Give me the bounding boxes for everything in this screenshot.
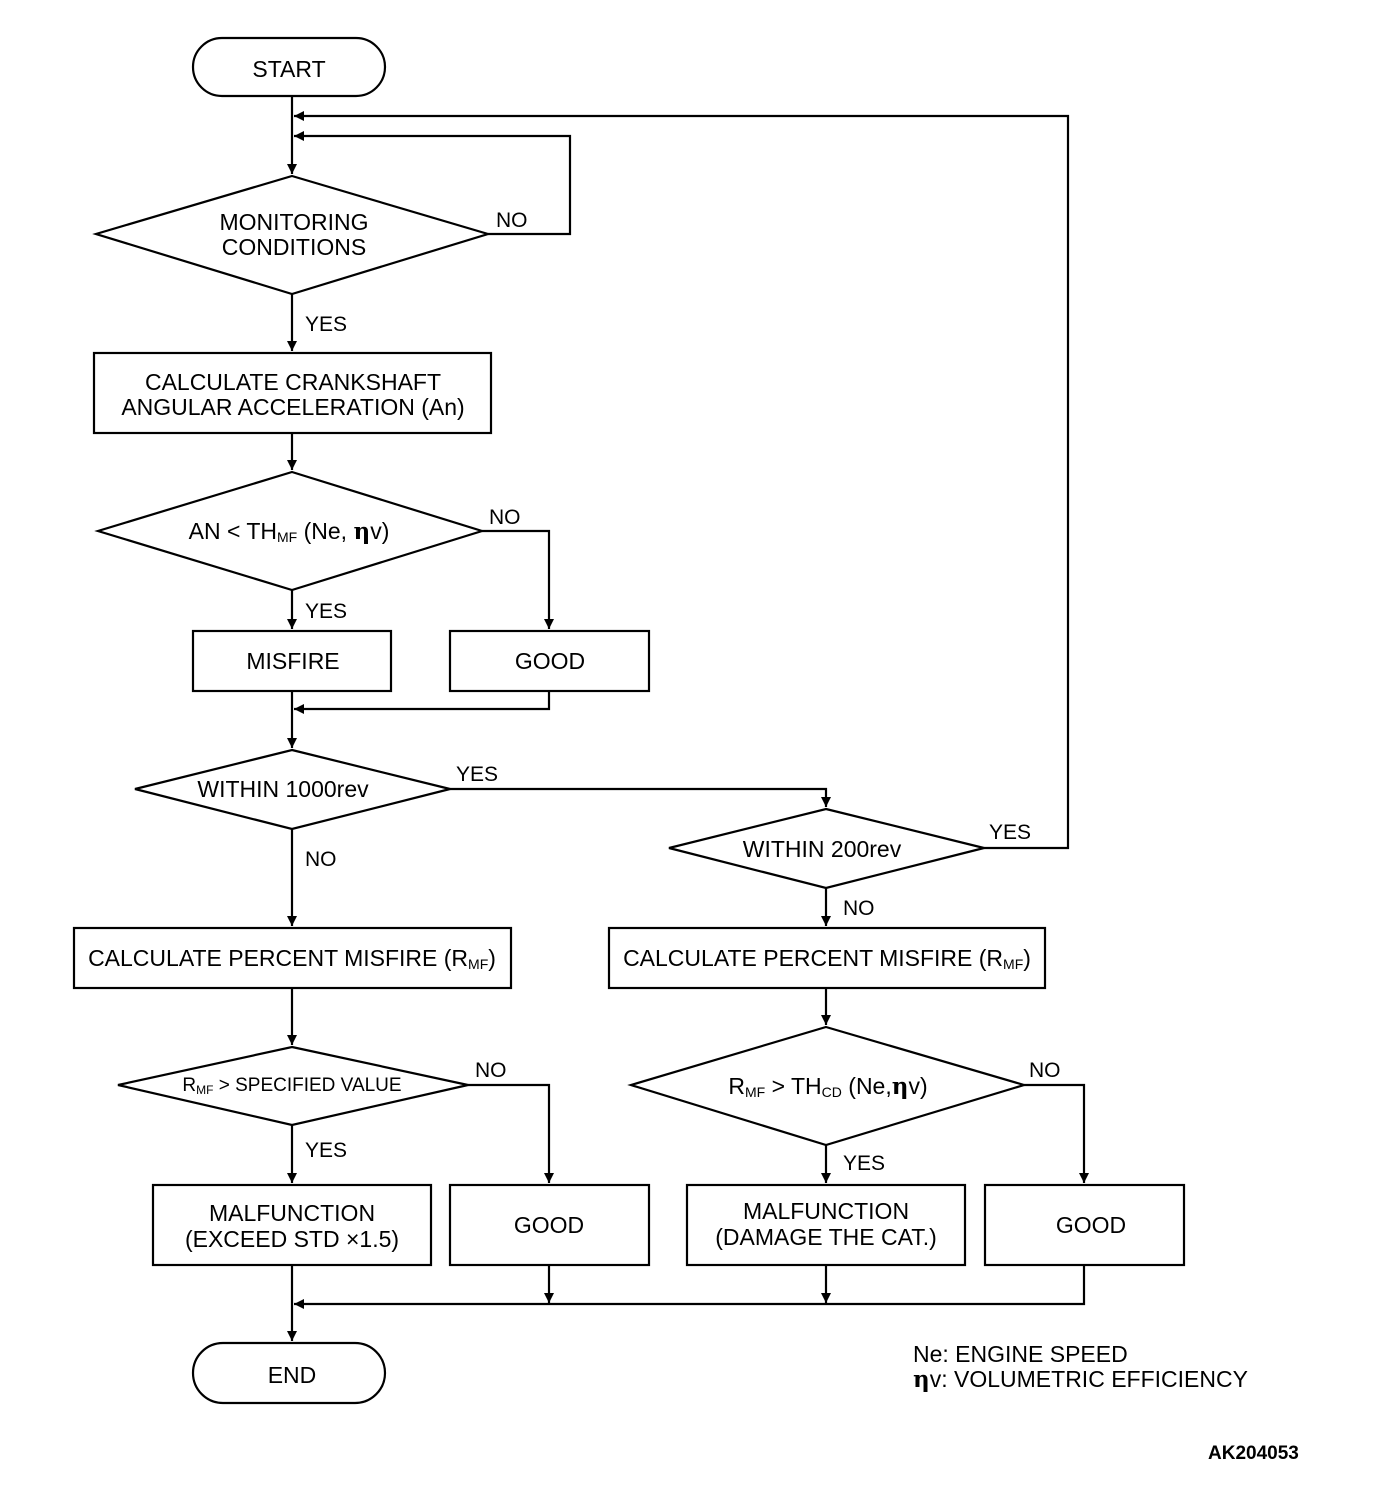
good-label-2: GOOD: [514, 1212, 584, 1238]
edge-rmf-spec-no: [468, 1083, 554, 1183]
w1000-yes-label: YES: [456, 763, 498, 786]
w1000-no-label: NO: [305, 848, 337, 871]
calc-accel-line2: ANGULAR ACCELERATION (An): [121, 394, 464, 420]
edge-an-no: [482, 529, 554, 629]
malfunction-std-line2: (EXCEED STD ×1.5): [185, 1226, 399, 1252]
calc-percent-misfire-left: CALCULATE PERCENT MISFIRE (RMF): [72, 926, 513, 990]
within-200rev-label: WITHIN 200rev: [743, 836, 902, 862]
within-1000rev-decision: WITHIN 1000rev: [134, 748, 451, 831]
monitoring-no-label: NO: [496, 209, 528, 232]
monitoring-label-line1: MONITORING: [219, 209, 368, 235]
calc-accel-line1: CALCULATE CRANKSHAFT: [145, 369, 441, 395]
rmf-specified-value-label: RMF > SPECIFIED VALUE: [182, 1075, 401, 1098]
misfire-process: MISFIRE: [191, 629, 393, 693]
rmf-thcd-decision: RMF > THCD (Ne,ηv): [627, 1025, 1028, 1147]
w200-yes-label: YES: [989, 821, 1031, 844]
end-node: END: [191, 1341, 387, 1405]
calc-angular-accel-process: CALCULATE CRANKSHAFT ANGULAR ACCELERATIO…: [92, 351, 493, 435]
malfunction-exceed-std-process: MALFUNCTION (EXCEED STD ×1.5): [151, 1183, 433, 1267]
an-no-label: NO: [489, 506, 521, 529]
within-200rev-decision: WITHIN 200rev: [668, 807, 985, 890]
start-node: START: [191, 36, 387, 98]
edge-good1-merge: [294, 691, 551, 714]
good-process-1: GOOD: [448, 629, 651, 693]
edge-rmf-thcd-no: [1024, 1083, 1089, 1183]
good-process-3: GOOD: [983, 1183, 1186, 1267]
legend: Ne: ENGINE SPEED ηv: VOLUMETRIC EFFICIEN…: [913, 1341, 1248, 1393]
malfunction-damage-cat-process: MALFUNCTION (DAMAGE THE CAT.): [685, 1183, 967, 1267]
rmf-thcd-no-label: NO: [1029, 1059, 1061, 1082]
malfunction-cat-line1: MALFUNCTION: [743, 1198, 909, 1224]
an-threshold-label: AN < THMF (Ne, ηv): [189, 518, 390, 546]
calc-percent-misfire-right: CALCULATE PERCENT MISFIRE (RMF): [607, 926, 1047, 990]
good-process-2: GOOD: [448, 1183, 651, 1267]
malfunction-cat-line2: (DAMAGE THE CAT.): [715, 1224, 937, 1250]
rmf-spec-no-label: NO: [475, 1059, 507, 1082]
an-threshold-decision: AN < THMF (Ne, ηv): [94, 470, 486, 592]
good-label-3: GOOD: [1056, 1212, 1126, 1238]
end-label: END: [268, 1362, 317, 1388]
rmf-thcd-yes-label: YES: [843, 1152, 885, 1175]
connectors: [287, 96, 1089, 1341]
edge-monitoring-no-loop: [294, 131, 572, 236]
monitoring-conditions-decision: MONITORING CONDITIONS: [92, 174, 492, 296]
rmf-thcd-label: RMF > THCD (Ne,ηv): [728, 1073, 927, 1101]
edge-good3-merge: [294, 1265, 1086, 1309]
start-label: START: [252, 56, 325, 82]
calc-pct-left-label: CALCULATE PERCENT MISFIRE (RMF): [88, 945, 496, 972]
rmf-specified-value-decision: RMF > SPECIFIED VALUE: [117, 1045, 469, 1127]
good-label-1: GOOD: [515, 648, 585, 674]
an-yes-label: YES: [305, 600, 347, 623]
rmf-spec-yes-label: YES: [305, 1139, 347, 1162]
monitoring-yes-label: YES: [305, 313, 347, 336]
legend-eta: ηv: VOLUMETRIC EFFICIENCY: [913, 1366, 1248, 1393]
edge-labels: NO YES NO YES YES NO YES NO NO YES NO YE…: [305, 209, 1061, 1175]
edge-w200-yes-loop: [294, 111, 1070, 850]
w200-no-label: NO: [843, 897, 875, 920]
calc-pct-right-label: CALCULATE PERCENT MISFIRE (RMF): [623, 945, 1031, 972]
legend-ne: Ne: ENGINE SPEED: [913, 1341, 1128, 1367]
within-1000rev-label: WITHIN 1000rev: [197, 776, 369, 802]
misfire-label: MISFIRE: [246, 648, 339, 674]
edge-w1000-yes: [450, 787, 831, 807]
malfunction-std-line1: MALFUNCTION: [209, 1200, 375, 1226]
monitoring-label-line2: CONDITIONS: [222, 234, 366, 260]
figure-code: AK204053: [1208, 1443, 1299, 1464]
